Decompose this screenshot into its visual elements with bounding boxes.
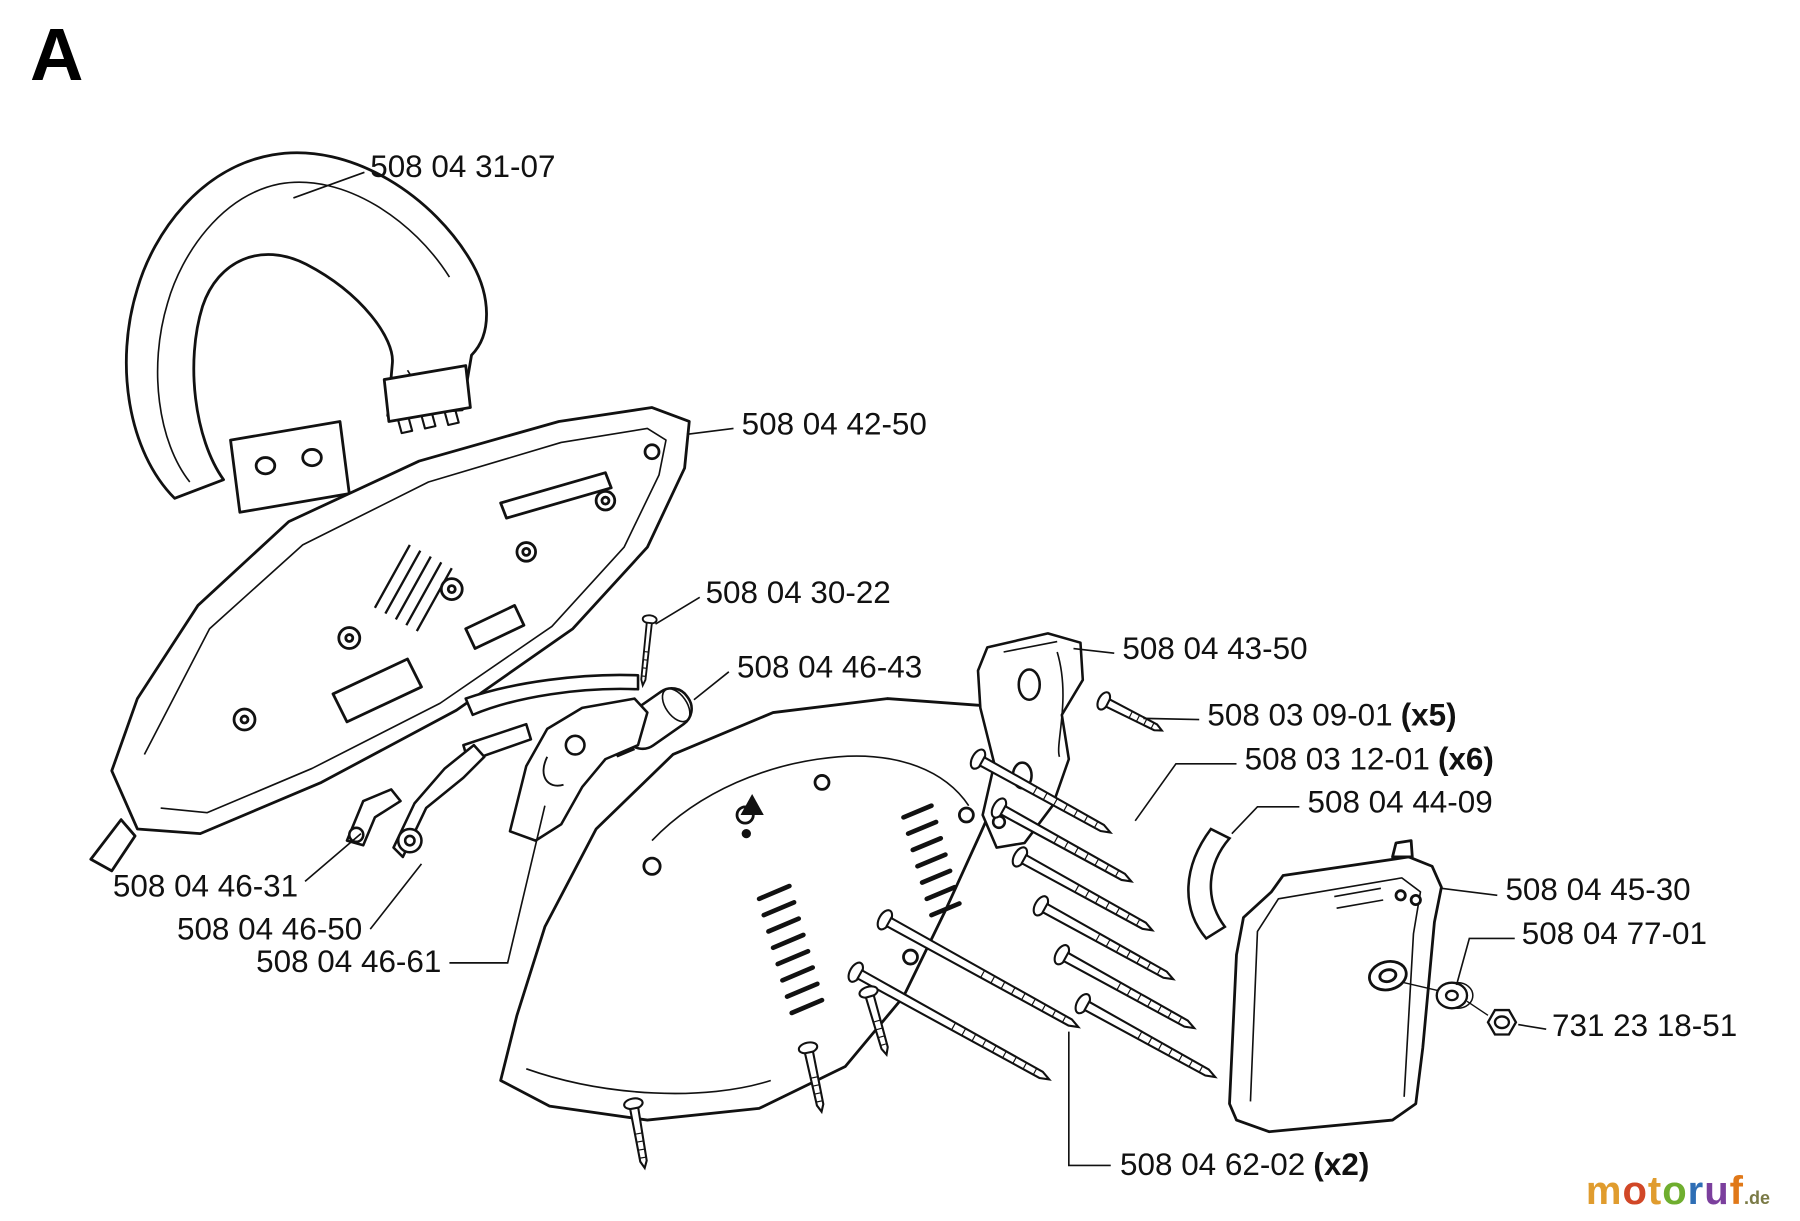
part-label-508-04-46-31: 508 04 46-31 [113, 869, 298, 904]
watermark-letter: m [1585, 1169, 1623, 1213]
axis-line [1403, 981, 1489, 1016]
part-label-508-04-44-09: 508 04 44-09 [1308, 785, 1493, 820]
top-housing-drawing [89, 406, 691, 873]
part-label-508-04-45-30: 508 04 45-30 [1505, 872, 1690, 907]
part-number: 508 04 46-43 [737, 650, 922, 685]
washer-drawing [1435, 981, 1474, 1010]
part-label-508-04-46-43: 508 04 46-43 [737, 650, 922, 685]
nut-drawing [1486, 1008, 1518, 1036]
part-qty: (x5) [1401, 697, 1457, 732]
part-label-508-03-12-01: 508 03 12-01(x6) [1245, 742, 1494, 777]
part-labels: 508 04 31-07 508 04 42-50 508 04 30-22 5… [113, 149, 1737, 1182]
part-number: 731 23 18-51 [1552, 1008, 1737, 1043]
part-label-508-04-46-50: 508 04 46-50 [177, 912, 362, 947]
screw-drawing [1093, 689, 1168, 740]
spring-clip-drawing [1187, 827, 1232, 941]
watermark-letter: r [1687, 1169, 1705, 1213]
part-label-508-04-42-50: 508 04 42-50 [742, 406, 927, 441]
part-label-508-03-09-01: 508 03 09-01 (x5) [1207, 697, 1456, 732]
part-number: 508 04 44-09 [1308, 785, 1493, 820]
watermark-letter: f [1729, 1169, 1744, 1213]
watermark-suffix: .de [1743, 1188, 1770, 1208]
watermark-letter: u [1704, 1169, 1730, 1213]
part-label-508-04-43-50: 508 04 43-50 [1122, 631, 1307, 666]
part-number: 508 04 31-07 [370, 149, 555, 184]
side-cover-drawing [1228, 839, 1443, 1134]
throttle-lever-drawing [392, 743, 486, 859]
watermark-letter: o [1662, 1169, 1688, 1213]
leader-lines [293, 171, 1547, 1167]
part-number: 508 04 42-50 [742, 406, 927, 441]
part-number: 508 04 46-61 [256, 944, 441, 979]
part-qty: (x2) [1313, 1147, 1369, 1182]
part-number: 508 04 43-50 [1122, 631, 1307, 666]
part-label-508-04-46-61: 508 04 46-61 [256, 944, 441, 979]
part-number: 508 04 30-22 [706, 575, 891, 610]
section-letter: A [30, 13, 84, 96]
part-number: 508 03 12-01 [1245, 742, 1430, 777]
part-label-508-04-31-07: 508 04 31-07 [370, 149, 555, 184]
lock-lever-drawing [345, 788, 402, 847]
part-number: 508 03 09-01 [1207, 697, 1392, 732]
part-label-508-04-77-01: 508 04 77-01 [1522, 916, 1707, 951]
part-qty: (x6) [1438, 742, 1494, 777]
part-label-508-04-62-02: 508 04 62-02(x2) [1120, 1147, 1369, 1182]
watermark-letter: t [1647, 1169, 1663, 1213]
part-number: 508 04 77-01 [1522, 916, 1707, 951]
part-label-508-04-30-22: 508 04 30-22 [706, 575, 891, 610]
part-number: 508 04 46-31 [113, 869, 298, 904]
trigger-assembly-drawing [462, 673, 649, 842]
bottom-housing-drawing [499, 697, 1013, 1122]
part-label-731-23-18-51: 731 23 18-51 [1552, 1008, 1737, 1043]
part-number: 508 04 46-50 [177, 912, 362, 947]
front-handle-drawing [124, 151, 488, 514]
watermark-logo: motoruf.de [1586, 1171, 1770, 1211]
part-number: 508 04 45-30 [1505, 872, 1690, 907]
watermark-letter: o [1622, 1169, 1648, 1213]
part-number: 508 04 62-02 [1120, 1147, 1305, 1182]
